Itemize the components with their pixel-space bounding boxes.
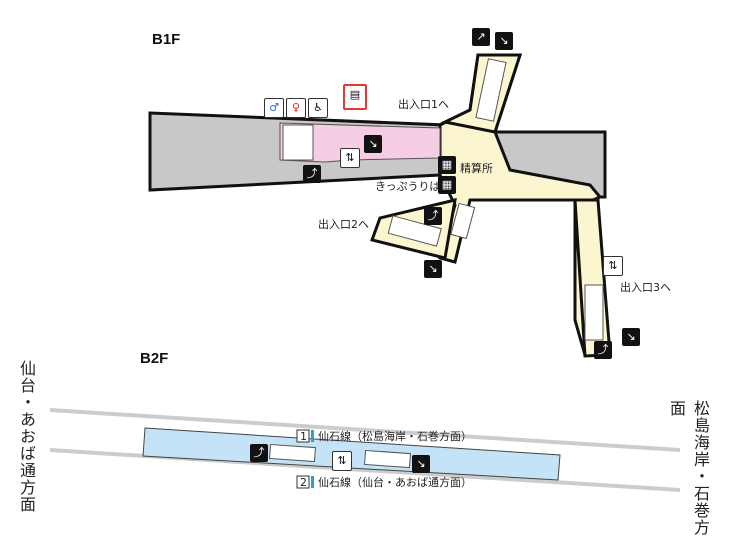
- track1-label: 仙石線（松島海岸・石巻方面）: [318, 429, 472, 443]
- platform-stairs-east: [364, 449, 411, 469]
- escalator-icon: ↘: [364, 135, 382, 153]
- exit1-label[interactable]: 出入口1へ: [398, 97, 449, 111]
- track2-label: 仙石線（仙台・あおば通方面）: [318, 475, 472, 489]
- elevator-icon[interactable]: ⇅: [603, 256, 623, 276]
- track1-accent: [311, 430, 314, 442]
- escalator-icon: ↘: [424, 260, 442, 278]
- fare-adjustment-label: 精算所: [460, 161, 493, 175]
- floor-label-b1: B1F: [152, 31, 180, 48]
- exit2-label[interactable]: 出入口2へ: [318, 217, 369, 231]
- elevator-icon[interactable]: ⇅: [332, 451, 352, 471]
- ticket-office-label: きっぷうりば: [375, 180, 441, 193]
- stairs-icon: ⤴: [303, 165, 321, 183]
- escalator-icon: ↘: [412, 455, 430, 473]
- stairs-icon: ⤴: [250, 444, 268, 462]
- men-toilet-icon: ♂: [264, 98, 284, 118]
- track2-badge: [296, 475, 310, 489]
- ticket-machine-icon: ▦: [438, 156, 456, 174]
- direction-right: 松島海岸・石巻方面: [667, 400, 710, 536]
- ticket-office-icon: ▦: [438, 176, 456, 194]
- track1-badge: [296, 429, 310, 443]
- track1-number: 1: [300, 430, 307, 443]
- stairs-icon: ⤴: [424, 207, 442, 225]
- escalator-icon: ↘: [495, 32, 513, 50]
- platform-stairs-west: [269, 443, 316, 463]
- escalator-icon: ↗: [472, 28, 490, 46]
- stairs-b1-west: [282, 124, 314, 161]
- coin-locker-icon[interactable]: ▤: [343, 84, 367, 110]
- track2-number: 2: [300, 476, 307, 489]
- women-toilet-icon: ♀: [286, 98, 306, 118]
- accessible-toilet-icon: ♿: [308, 98, 328, 118]
- escalator-icon: ↘: [622, 328, 640, 346]
- stairs-exit2: [387, 215, 442, 247]
- track2-accent: [311, 476, 314, 488]
- floor-label-b2: B2F: [140, 350, 168, 367]
- stairs-central: [450, 202, 476, 240]
- elevator-icon[interactable]: ⇅: [340, 148, 360, 168]
- stairs-exit1: [475, 58, 507, 122]
- direction-left: 仙台・あおば通方面: [17, 360, 36, 513]
- stairs-exit3: [584, 284, 604, 341]
- exit3-label[interactable]: 出入口3へ: [620, 280, 671, 294]
- track-line-north: [49, 408, 681, 452]
- stairs-icon: ⤴: [594, 341, 612, 359]
